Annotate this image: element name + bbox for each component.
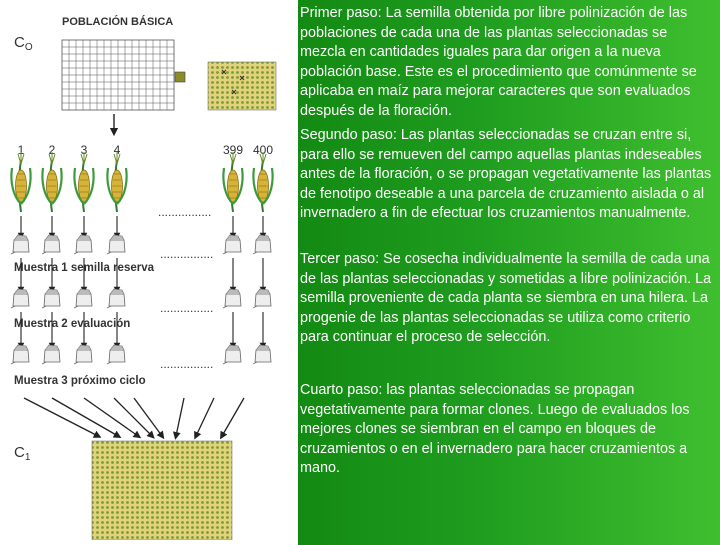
step-1-label: Primer paso:	[300, 5, 382, 21]
dots-plants: ................	[158, 205, 211, 219]
population-title: POBLACIÓN BÁSICA	[62, 15, 173, 28]
seed-bag-icon	[107, 345, 125, 364]
selected-cell	[175, 72, 185, 82]
seed-bag-icon	[42, 235, 60, 254]
sample-row-label-3: Muestra 3 próximo ciclo	[14, 375, 146, 387]
seed-bag-icon	[42, 345, 60, 364]
step-2-label: Segundo paso:	[300, 127, 397, 143]
corn-plant-icon	[253, 152, 272, 212]
population-grid	[62, 40, 174, 110]
converge-arrow	[176, 398, 184, 436]
corn-plant-icon	[74, 152, 93, 212]
converge-arrow	[84, 398, 138, 436]
step-2: Segundo paso: Las plantas seleccionadas …	[300, 126, 716, 224]
seed-bag-icon	[223, 289, 241, 308]
seed-bag-icon	[253, 289, 271, 308]
sample-row-label-2: Muestra 2 evaluación	[14, 318, 130, 330]
step-3: Tercer paso: Se cosecha individualmente …	[300, 250, 716, 348]
seed-bag-icon	[11, 235, 29, 254]
seed-bag-icon	[253, 235, 271, 254]
seed-bag-icon	[223, 235, 241, 254]
corn-plant-icon	[11, 152, 30, 212]
step-1-text: La semilla obtenida por libre polinizaci…	[300, 5, 697, 119]
dots-row-2: ................	[160, 301, 213, 315]
seed-bag-icon	[42, 289, 60, 308]
corn-plant-icon	[223, 152, 242, 212]
seed-bag-icon	[253, 345, 271, 364]
corn-plant-icon	[107, 152, 126, 212]
converge-arrow	[114, 398, 152, 436]
seed-bag-icon	[11, 289, 29, 308]
step-4-label: Cuarto paso:	[300, 382, 382, 398]
converge-arrow	[222, 398, 244, 436]
step-3-label: Tercer paso:	[300, 251, 379, 267]
c0-label: CO	[14, 34, 33, 53]
seed-bag-icon	[74, 235, 92, 254]
seed-bag-icon	[11, 345, 29, 364]
new-population-square	[92, 441, 232, 540]
dots-row-1: ................	[160, 247, 213, 261]
seed-mix-square	[208, 62, 276, 110]
steps-panel: Primer paso: La semilla obtenida por lib…	[298, 0, 720, 540]
step-4: Cuarto paso: las plantas seleccionadas s…	[300, 381, 716, 479]
seed-bag-icon	[74, 289, 92, 308]
step-1: Primer paso: La semilla obtenida por lib…	[300, 4, 716, 121]
seed-bag-icon	[223, 345, 241, 364]
converge-arrow	[134, 398, 162, 436]
c1-label: C1	[14, 444, 31, 463]
seed-bag-icon	[107, 289, 125, 308]
corn-plant-icon	[42, 152, 61, 212]
dots-row-3: ................	[160, 357, 213, 371]
seed-bag-icon	[74, 345, 92, 364]
seed-bag-icon	[107, 235, 125, 254]
converge-arrow	[196, 398, 214, 436]
